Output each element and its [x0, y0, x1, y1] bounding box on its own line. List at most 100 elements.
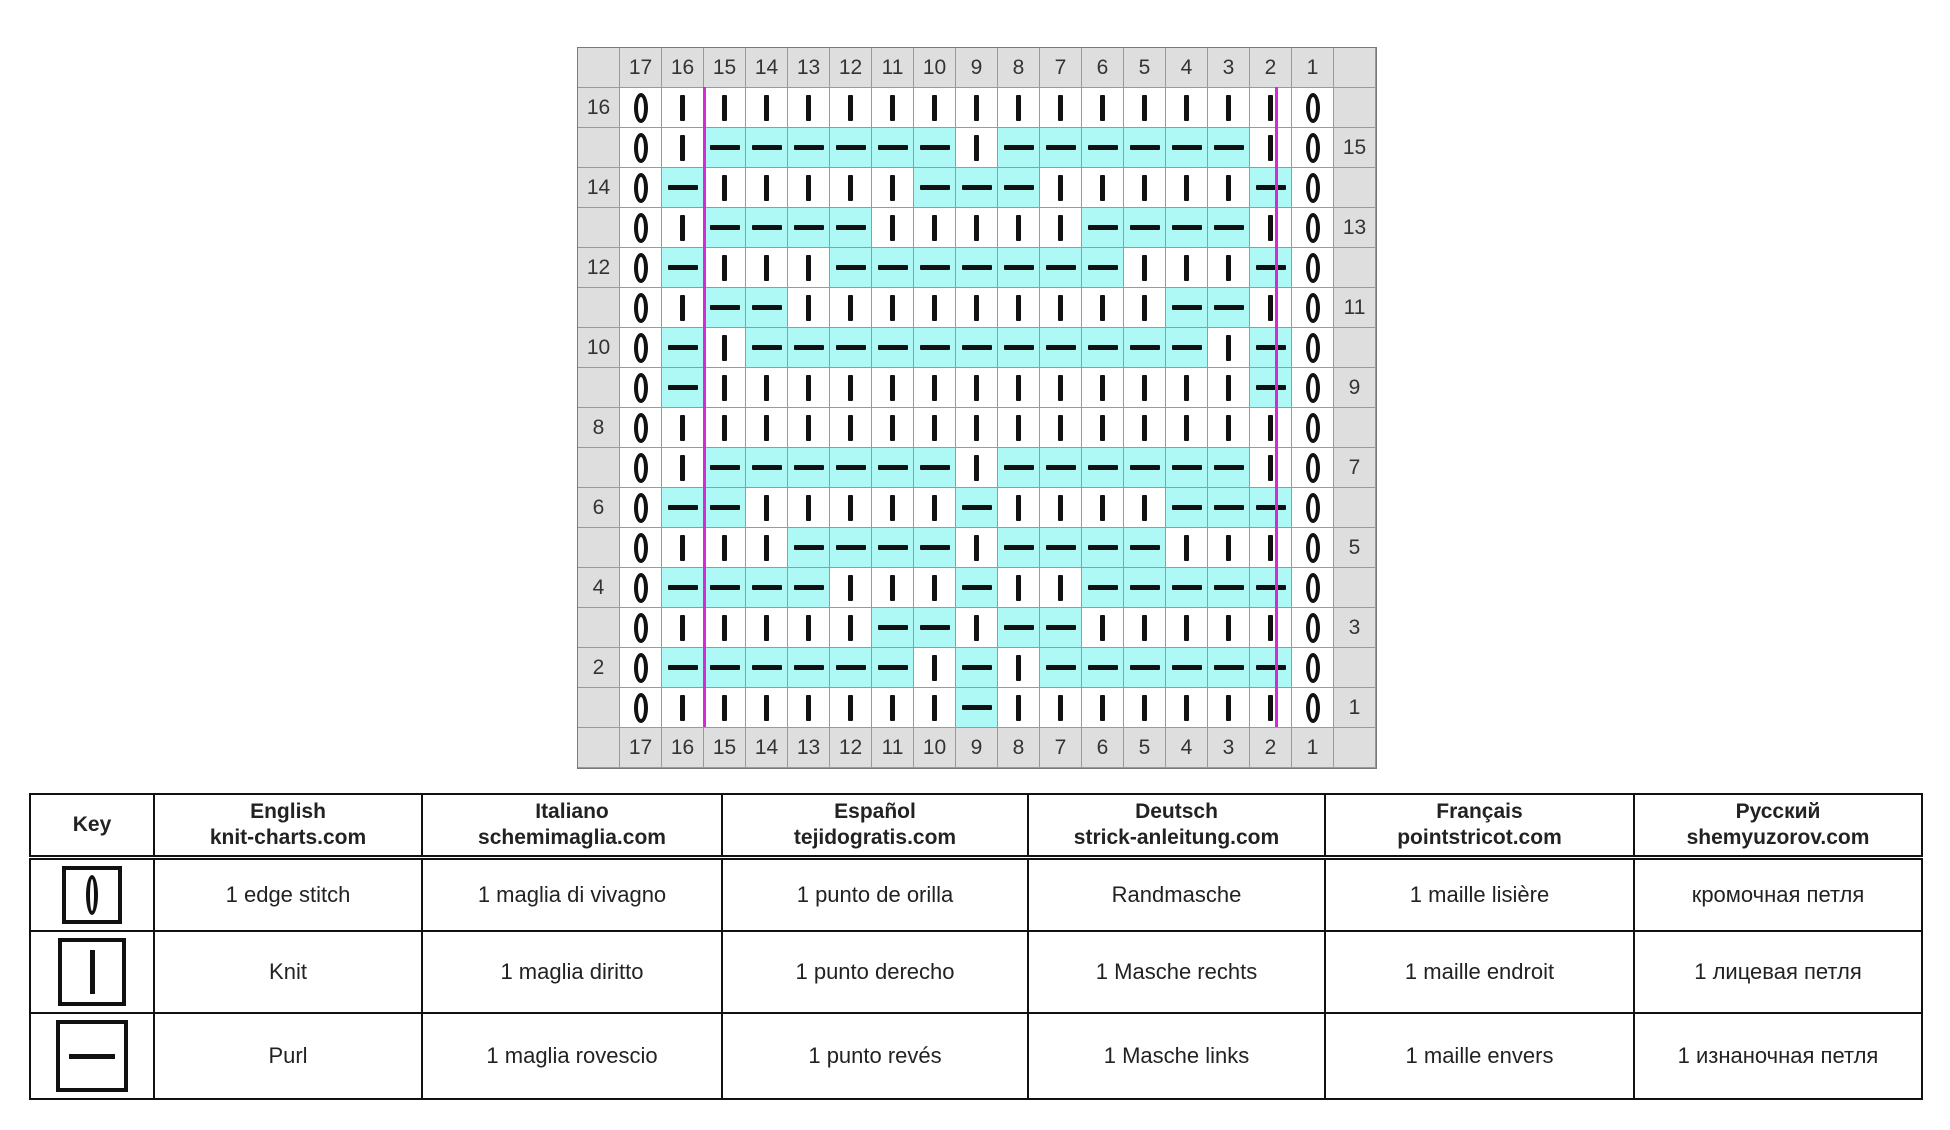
knit-stitch-icon [764, 494, 769, 521]
knit-stitch-cell [1250, 288, 1292, 328]
purl-stitch-icon [1255, 185, 1286, 190]
knit-stitch-cell [914, 88, 956, 128]
edge-stitch-cell [620, 248, 662, 288]
knit-stitch-icon [1142, 254, 1147, 281]
knit-stitch-cell [788, 168, 830, 208]
knit-stitch-icon [974, 214, 979, 241]
edge-stitch-icon [633, 532, 648, 563]
chart-corner [578, 728, 620, 768]
purl-stitch-icon [877, 545, 908, 550]
knit-stitch-cell [1166, 168, 1208, 208]
purl-stitch-cell [1208, 568, 1250, 608]
knit-stitch-cell [830, 568, 872, 608]
purl-stitch-cell [1082, 328, 1124, 368]
knit-stitch-cell [1208, 408, 1250, 448]
knit-stitch-cell [1250, 208, 1292, 248]
edge-stitch-icon [1305, 652, 1320, 683]
knit-stitch-icon [680, 414, 685, 441]
purl-stitch-cell [1040, 448, 1082, 488]
knit-stitch-icon [680, 614, 685, 641]
purl-stitch-cell [1082, 208, 1124, 248]
purl-stitch-cell [998, 328, 1040, 368]
key-row-knit: Knit 1 maglia diritto 1 punto derecho 1 … [29, 930, 1923, 1014]
knit-stitch-icon [1100, 494, 1105, 521]
purl-stitch-icon [835, 145, 866, 150]
purl-stitch-cell [662, 168, 704, 208]
knit-stitch-icon [1226, 254, 1231, 281]
purl-stitch-icon [751, 145, 782, 150]
knit-stitch-icon [806, 694, 811, 721]
chart-corner [578, 48, 620, 88]
key-label: Knit [153, 930, 423, 1014]
purl-stitch-cell [1040, 328, 1082, 368]
knit-stitch-icon [1058, 374, 1063, 401]
knit-stitch-cell [662, 528, 704, 568]
bottom-column-number: 9 [956, 728, 998, 768]
purl-stitch-icon [1213, 665, 1244, 670]
knit-stitch-icon [848, 614, 853, 641]
top-column-number: 17 [620, 48, 662, 88]
purl-stitch-icon [1087, 145, 1118, 150]
knit-stitch-cell [1208, 248, 1250, 288]
chart-corner [1334, 728, 1376, 768]
edge-stitch-cell [1292, 448, 1334, 488]
edge-stitch-cell [620, 408, 662, 448]
bottom-column-number: 5 [1124, 728, 1166, 768]
knit-stitch-icon [974, 454, 979, 481]
knit-stitch-cell [914, 288, 956, 328]
top-column-number: 1 [1292, 48, 1334, 88]
top-column-number: 14 [746, 48, 788, 88]
row-number-left: 16 [578, 88, 620, 128]
key-label: 1 maglia rovescio [421, 1012, 723, 1100]
purl-stitch-cell [788, 128, 830, 168]
purl-stitch-icon [793, 345, 824, 350]
knit-stitch-cell [956, 128, 998, 168]
knit-stitch-icon [1226, 614, 1231, 641]
purl-stitch-cell [1040, 128, 1082, 168]
knit-stitch-icon [1142, 694, 1147, 721]
knit-stitch-icon [1016, 374, 1021, 401]
knit-stitch-icon [1016, 694, 1021, 721]
purl-stitch-cell [746, 288, 788, 328]
knit-stitch-icon [722, 414, 727, 441]
knit-stitch-cell [1208, 608, 1250, 648]
knit-stitch-icon [890, 694, 895, 721]
row-number-blank [1334, 648, 1376, 688]
purl-stitch-icon [919, 625, 950, 630]
knit-stitch-icon [890, 374, 895, 401]
purl-stitch-cell [1208, 208, 1250, 248]
purl-stitch-icon [919, 345, 950, 350]
row-number-blank [1334, 168, 1376, 208]
knit-stitch-icon [932, 294, 937, 321]
purl-stitch-cell [956, 248, 998, 288]
knit-stitch-cell [914, 208, 956, 248]
edge-stitch-icon [633, 172, 648, 203]
key-label: 1 лицевая петля [1633, 930, 1923, 1014]
knit-stitch-icon [680, 534, 685, 561]
top-column-number: 16 [662, 48, 704, 88]
purl-stitch-cell [1166, 208, 1208, 248]
purl-stitch-cell [1208, 488, 1250, 528]
purl-stitch-icon [793, 665, 824, 670]
knit-stitch-icon [848, 374, 853, 401]
knit-stitch-icon [764, 174, 769, 201]
purl-stitch-cell [830, 648, 872, 688]
knit-stitch-cell [662, 288, 704, 328]
purl-stitch-icon [667, 505, 698, 510]
purl-stitch-cell [662, 248, 704, 288]
row-number-blank [1334, 488, 1376, 528]
purl-stitch-cell [956, 328, 998, 368]
purl-stitch-cell [704, 568, 746, 608]
knit-stitch-icon [1184, 174, 1189, 201]
knit-stitch-cell [788, 408, 830, 448]
row-number-right: 9 [1334, 368, 1376, 408]
purl-stitch-cell [998, 528, 1040, 568]
purl-stitch-cell [914, 528, 956, 568]
edge-stitch-cell [620, 568, 662, 608]
purl-stitch-icon [961, 665, 992, 670]
purl-stitch-cell [788, 568, 830, 608]
knit-stitch-icon [1226, 414, 1231, 441]
key-label: 1 maille envers [1324, 1012, 1635, 1100]
